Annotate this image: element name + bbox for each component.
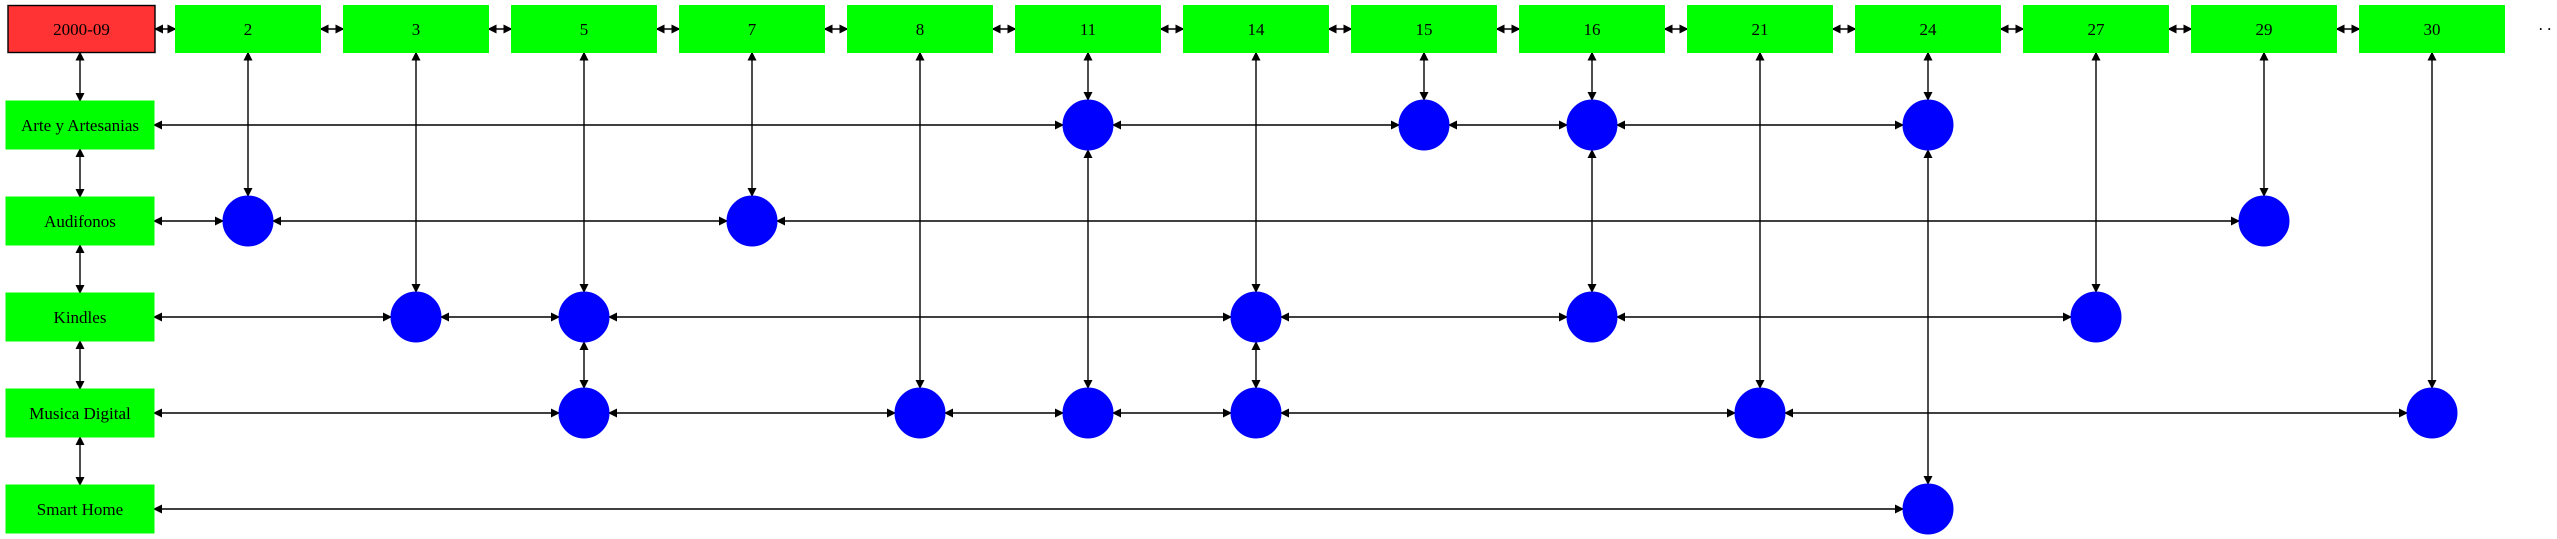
day-box-14	[1183, 5, 1329, 53]
day-label-29: 29	[2256, 20, 2273, 39]
node-musica-digital-21	[1734, 387, 1786, 439]
day-label-3: 3	[412, 20, 421, 39]
node-musica-digital-11	[1062, 387, 1114, 439]
day-label-14: 14	[1248, 20, 1266, 39]
node-audifonos-7	[726, 195, 778, 247]
day-box-2	[175, 5, 321, 53]
day-box-29	[2191, 5, 2337, 53]
day-box-11	[1015, 5, 1161, 53]
period-label: 2000-09	[53, 20, 110, 39]
category-box-musica-digital	[5, 388, 155, 438]
edges-layer	[75, 24, 2437, 514]
node-arte-y-artesanias-15	[1398, 99, 1450, 151]
node-audifonos-2	[222, 195, 274, 247]
category-box-kindles	[5, 292, 155, 342]
node-kindles-5	[558, 291, 610, 343]
node-smart-home-24	[1902, 483, 1954, 535]
node-musica-digital-8	[894, 387, 946, 439]
day-label-7: 7	[748, 20, 757, 39]
day-label-30: 30	[2424, 20, 2441, 39]
node-kindles-27	[2070, 291, 2122, 343]
day-box-24	[1855, 5, 2001, 53]
shapes-layer	[5, 4, 2505, 535]
day-box-27	[2023, 5, 2169, 53]
node-musica-digital-5	[558, 387, 610, 439]
node-audifonos-29	[2238, 195, 2290, 247]
node-arte-y-artesanias-16	[1566, 99, 1618, 151]
day-label-27: 27	[2088, 20, 2106, 39]
node-kindles-3	[390, 291, 442, 343]
day-label-2: 2	[244, 20, 253, 39]
category-label-audifonos: Audifonos	[44, 212, 116, 231]
day-box-3	[343, 5, 489, 53]
day-box-15	[1351, 5, 1497, 53]
category-box-smart-home	[5, 484, 155, 534]
category-box-audifonos	[5, 196, 155, 246]
node-arte-y-artesanias-24	[1902, 99, 1954, 151]
day-label-16: 16	[1584, 20, 1601, 39]
day-box-7	[679, 5, 825, 53]
node-kindles-16	[1566, 291, 1618, 343]
node-kindles-14	[1230, 291, 1282, 343]
category-label-musica-digital: Musica Digital	[29, 404, 131, 423]
node-arte-y-artesanias-11	[1062, 99, 1114, 151]
category-label-smart-home: Smart Home	[37, 500, 123, 519]
day-box-30	[2359, 5, 2505, 53]
day-box-8	[847, 5, 993, 53]
day-label-24: 24	[1920, 20, 1938, 39]
day-label-8: 8	[916, 20, 925, 39]
day-label-21: 21	[1752, 20, 1769, 39]
category-box-arte-y-artesanias	[5, 100, 155, 150]
category-label-arte-y-artesanias: Arte y Artesanias	[21, 116, 139, 135]
node-musica-digital-14	[1230, 387, 1282, 439]
day-box-16	[1519, 5, 1665, 53]
day-label-15: 15	[1416, 20, 1433, 39]
day-box-5	[511, 5, 657, 53]
category-label-kindles: Kindles	[54, 308, 107, 327]
period-box	[7, 4, 156, 54]
day-box-21	[1687, 5, 1833, 53]
day-label-11: 11	[1080, 20, 1096, 39]
node-musica-digital-30	[2406, 387, 2458, 439]
day-label-5: 5	[580, 20, 589, 39]
more-indicator: . .	[2539, 15, 2552, 34]
